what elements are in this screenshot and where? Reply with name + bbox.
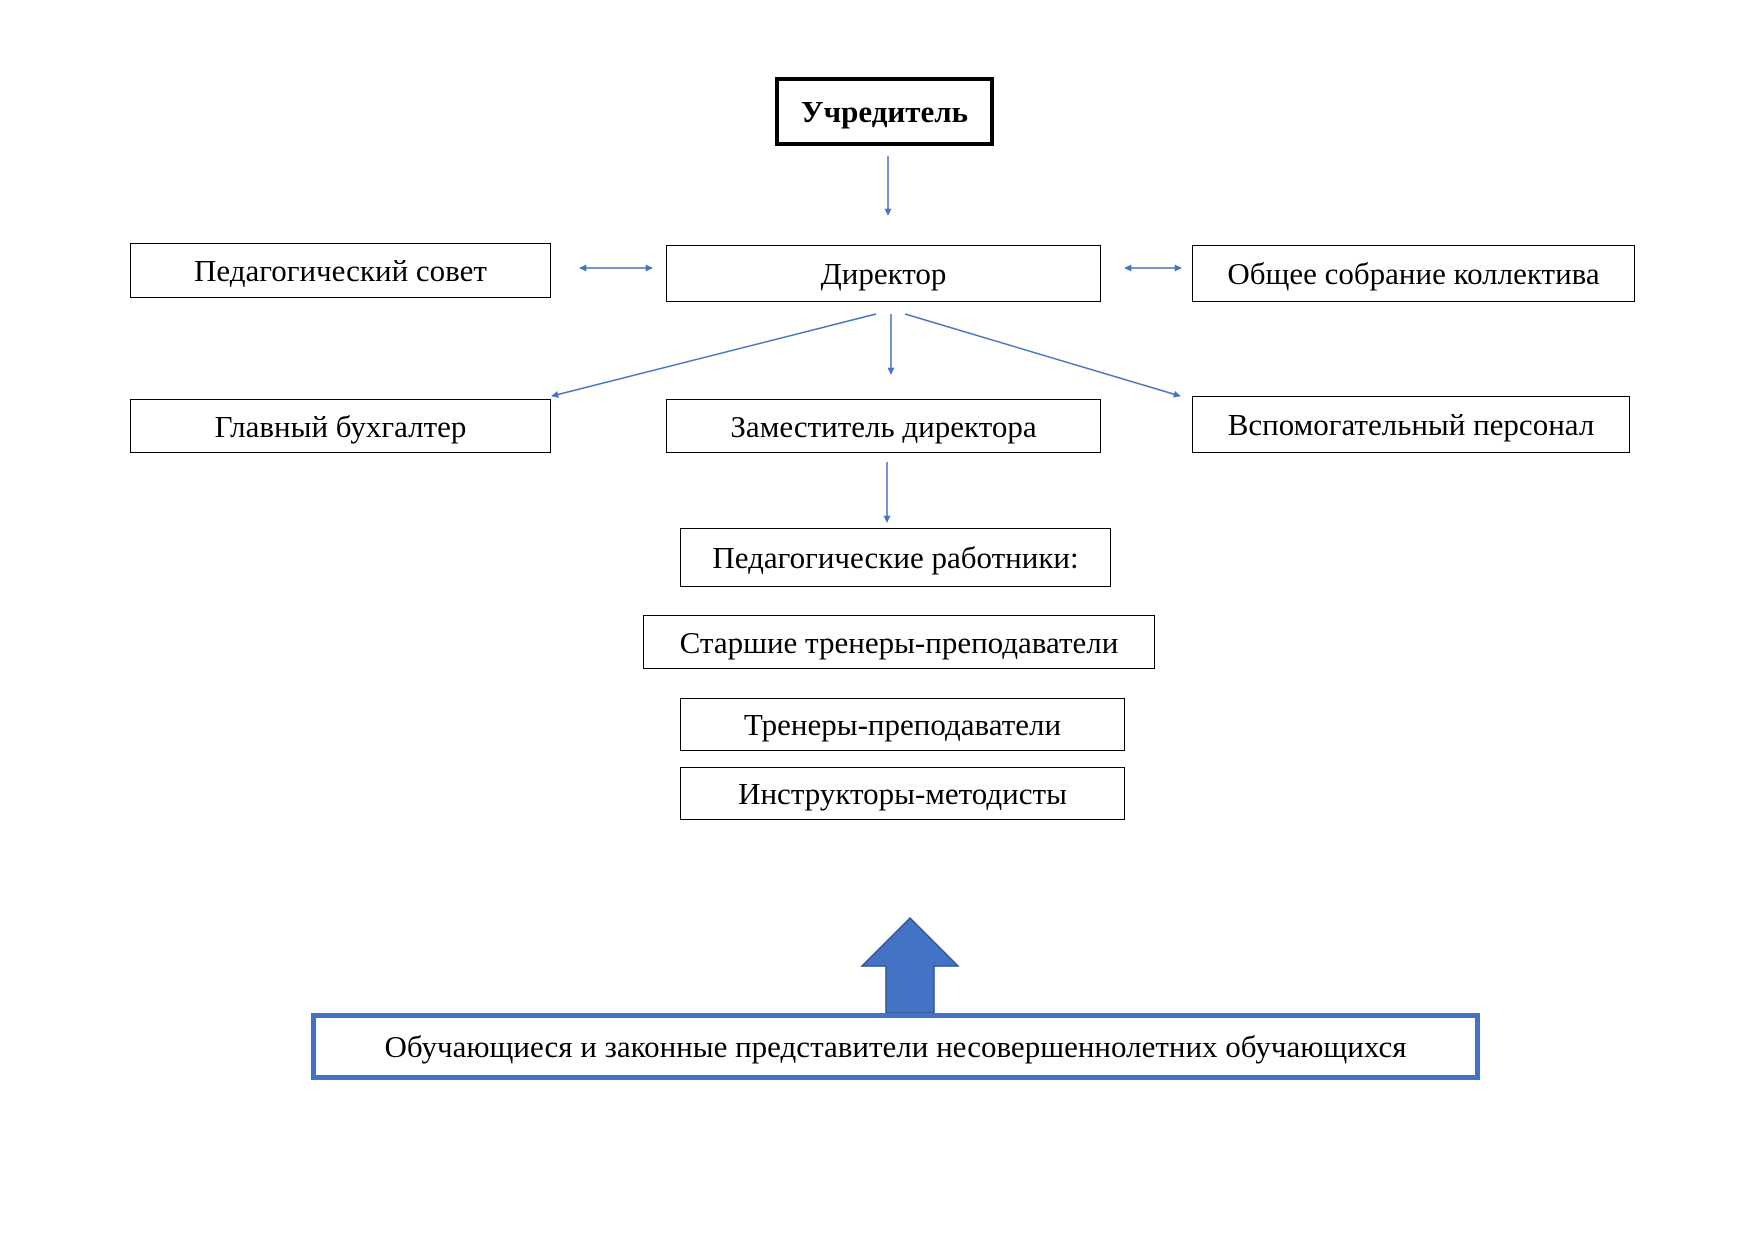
- director-label: Директор: [820, 256, 947, 291]
- founder-box: Учредитель: [775, 77, 994, 146]
- coaches-label: Тренеры-преподаватели: [743, 707, 1062, 742]
- senior-coaches-label: Старшие тренеры-преподаватели: [679, 624, 1119, 660]
- chief-accountant-label: Главный бухгалтер: [214, 408, 467, 444]
- pedagogical-workers-label: Педагогические работники:: [712, 540, 1079, 575]
- general-meeting-box: Общее собрание коллектива: [1192, 245, 1635, 302]
- director-box: Директор: [666, 245, 1101, 302]
- support-staff-label: Вспомогательный персонал: [1227, 407, 1595, 442]
- coaches-box: Тренеры-преподаватели: [680, 698, 1125, 751]
- instructors-label: Инструкторы-методисты: [738, 776, 1067, 811]
- arrow-director-to-support-staff: [904, 313, 1181, 398]
- chief-accountant-box: Главный бухгалтер: [130, 399, 551, 453]
- founder-label: Учредитель: [800, 94, 969, 129]
- deputy-director-label: Заместитель директора: [730, 408, 1037, 444]
- block-arrow-up: [860, 916, 960, 1014]
- general-meeting-label: Общее собрание коллектива: [1227, 256, 1600, 291]
- pedagogical-council-label: Педагогический совет: [194, 253, 487, 288]
- senior-coaches-box: Старшие тренеры-преподаватели: [643, 615, 1155, 669]
- stakeholders-label: Обучающиеся и законные представители нес…: [384, 1029, 1407, 1064]
- pedagogical-workers-box: Педагогические работники:: [680, 528, 1111, 587]
- deputy-director-box: Заместитель директора: [666, 399, 1101, 453]
- support-staff-box: Вспомогательный персонал: [1192, 396, 1630, 453]
- pedagogical-council-box: Педагогический совет: [130, 243, 551, 298]
- stakeholders-box: Обучающиеся и законные представители нес…: [311, 1013, 1480, 1080]
- instructors-box: Инструкторы-методисты: [680, 767, 1125, 820]
- arrow-director-to-chief-accountant: [551, 313, 877, 398]
